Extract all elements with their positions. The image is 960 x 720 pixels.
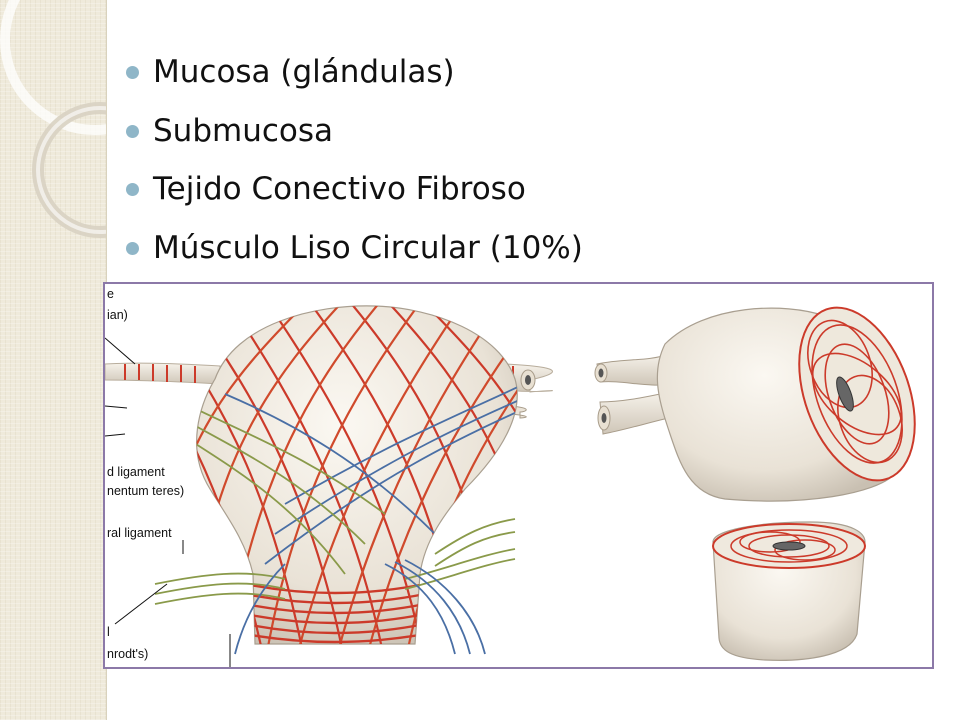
- label-fragment: d ligament: [107, 465, 165, 479]
- bullet-text: Músculo Liso Circular (10%): [153, 229, 583, 266]
- bullet-text: Tejido Conectivo Fibroso: [153, 171, 526, 207]
- bullet-item: Tejido Conectivo Fibroso: [122, 165, 583, 224]
- label-fragment: e: [107, 287, 114, 301]
- uterus-muscle-fibers-illustration: e ian) d ligament nentum teres) ral liga…: [105, 287, 916, 667]
- bullet-text: Submucosa: [153, 112, 334, 149]
- uterus-cross-section: [594, 306, 916, 661]
- label-fragment: nrodt's): [107, 647, 148, 661]
- bullet-dot-icon: [126, 241, 139, 255]
- bullet-item: Músculo Liso Circular (10%): [122, 224, 583, 283]
- bullet-dot-icon: [126, 66, 139, 79]
- label-fragment: ral ligament: [107, 526, 172, 540]
- bullet-text: Mucosa (glándulas): [153, 54, 455, 90]
- decorative-rings: [0, 0, 106, 238]
- uterus-left: e ian) d ligament nentum teres) ral liga…: [105, 287, 553, 667]
- bullet-dot-icon: [126, 183, 139, 196]
- bullet-item: Mucosa (glándulas): [122, 48, 583, 107]
- label-fragment: ian): [107, 308, 128, 322]
- bullet-list: Mucosa (glándulas) Submucosa Tejido Cone…: [122, 48, 583, 282]
- decorative-side-panel: [0, 0, 107, 720]
- anatomy-figure: e ian) d ligament nentum teres) ral liga…: [103, 282, 934, 669]
- bullet-dot-icon: [126, 124, 139, 138]
- label-fragment: l: [107, 625, 110, 639]
- label-fragment: nentum teres): [107, 484, 184, 498]
- bullet-item: Submucosa: [122, 107, 583, 166]
